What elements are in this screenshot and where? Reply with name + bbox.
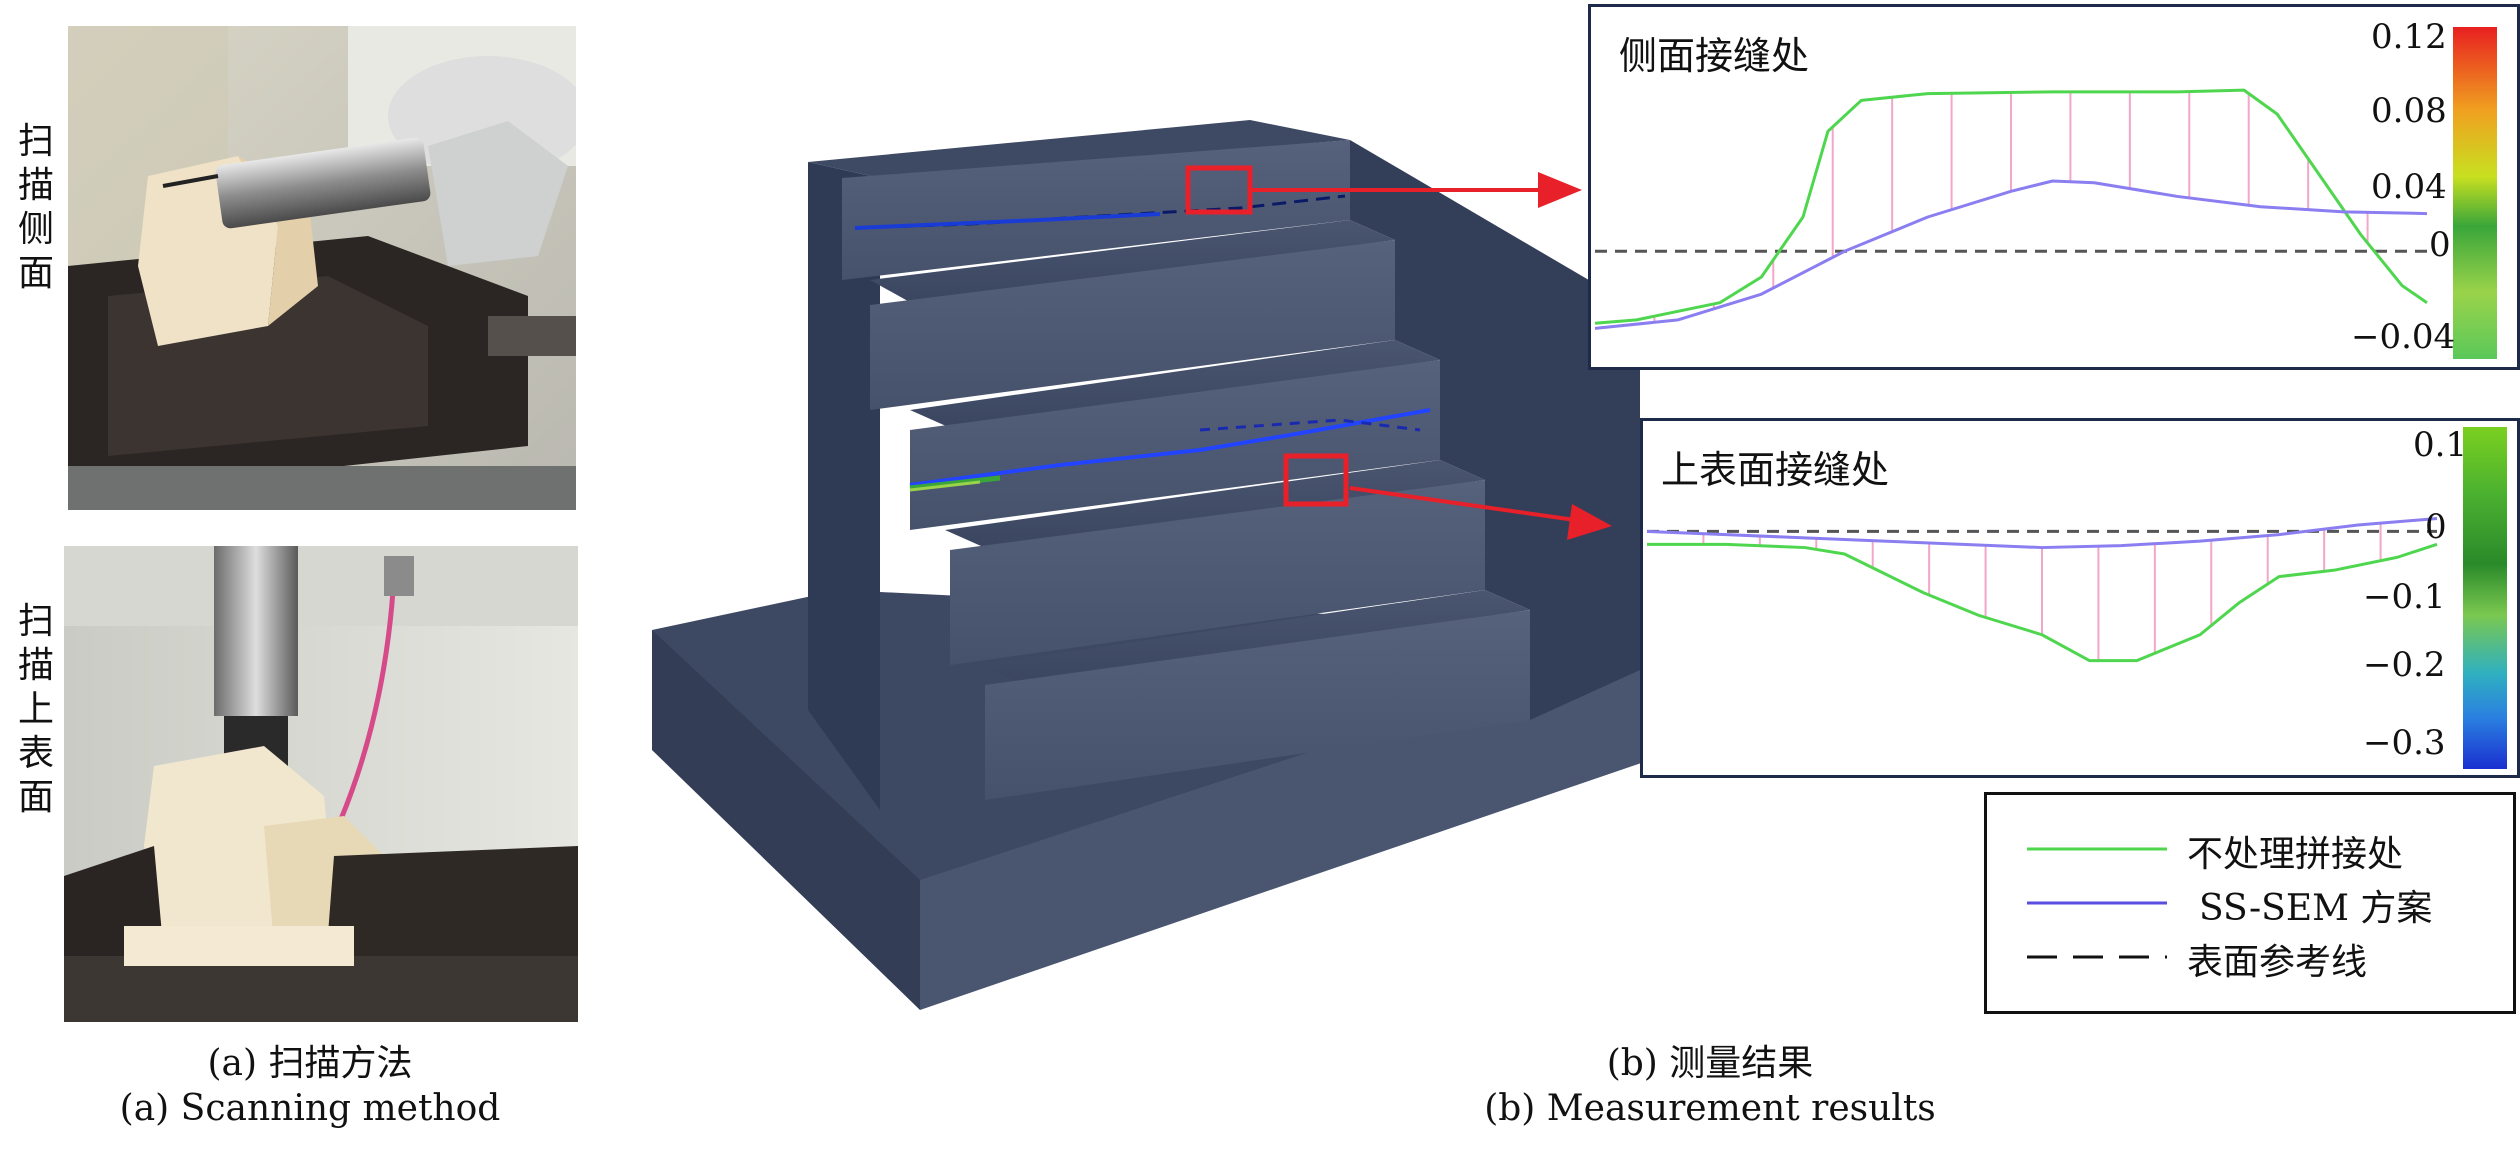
- caption-b-en: (b) Measurement results: [1484, 1088, 1936, 1129]
- top-char-3: 上: [17, 689, 54, 730]
- side-seam-chart: [1594, 27, 2497, 359]
- top-char-4: 表: [17, 733, 54, 774]
- side-char-1: 扫: [17, 121, 54, 162]
- legend-label-ss-sem: SS-SEM 方案: [2199, 888, 2433, 929]
- side-cbar-tick-2: 0.08: [2371, 91, 2447, 131]
- top-scan-label: 扫 描 上 表 面: [14, 600, 58, 820]
- top-cbar-tick-4: −0.2: [2363, 645, 2446, 685]
- top-cbar-tick-3: −0.1: [2363, 577, 2446, 617]
- stair-model-render: [640, 110, 1680, 1030]
- arrow-head-top: [1567, 504, 1612, 540]
- top-cbar-tick-2: 0: [2425, 507, 2447, 547]
- side-scan-photo: [68, 26, 576, 510]
- top-seam-highlight-box: [1283, 453, 1349, 507]
- top-seam-chart: [1646, 427, 2507, 769]
- side-cbar-tick-5: −0.04: [2351, 317, 2456, 357]
- top-seam-chart-title: 上表面接缝处: [1661, 448, 1890, 492]
- top-seam-chart-panel: 上表面接缝处 0.1 0 −0.1 −0.2 −0.3: [1640, 418, 2520, 778]
- top-char-1: 扫: [17, 601, 54, 642]
- top-ss-sem-line: [1646, 517, 2438, 550]
- top-char-5: 面: [17, 777, 54, 818]
- top-scan-photo: [64, 546, 578, 1022]
- caption-b-cn: (b) 测量结果: [1606, 1043, 1814, 1084]
- side-cbar-tick-4: 0: [2429, 225, 2451, 265]
- side-cbar-tick-3: 0.04: [2371, 167, 2447, 207]
- legend-label-uncorrected: 不处理拼接处: [2187, 834, 2404, 875]
- legend-swatches: [2027, 847, 2167, 959]
- top-cbar-tick-1: 0.1: [2413, 425, 2468, 465]
- legend-label-reference: 表面参考线: [2187, 942, 2368, 983]
- arrow-head-side: [1538, 172, 1582, 208]
- top-colorbar: [2463, 427, 2507, 769]
- legend: 不处理拼接处 SS-SEM 方案 表面参考线: [1984, 792, 2516, 1014]
- side-scan-label: 扫 描 侧 面: [14, 120, 58, 296]
- top-char-2: 描: [17, 645, 54, 686]
- side-char-2: 描: [17, 165, 54, 206]
- side-seam-chart-title: 侧面接缝处: [1619, 34, 1810, 78]
- side-seam-chart-panel: 侧面接缝处 0.12 0.08 0.04 0 −0.04: [1588, 4, 2520, 370]
- top-cbar-tick-5: −0.3: [2363, 723, 2446, 763]
- side-char-4: 面: [17, 253, 54, 294]
- side-char-3: 侧: [17, 209, 54, 250]
- side-colorbar: [2453, 27, 2497, 359]
- caption-a-en: (a) Scanning method: [119, 1088, 501, 1129]
- side-ss-sem-line: [1594, 179, 2428, 330]
- side-uncorrected-line: [1594, 88, 2428, 325]
- top-uncorrected-line: [1647, 542, 2438, 663]
- side-cbar-tick-1: 0.12: [2371, 17, 2447, 57]
- caption-a-cn: (a) 扫描方法: [207, 1043, 413, 1084]
